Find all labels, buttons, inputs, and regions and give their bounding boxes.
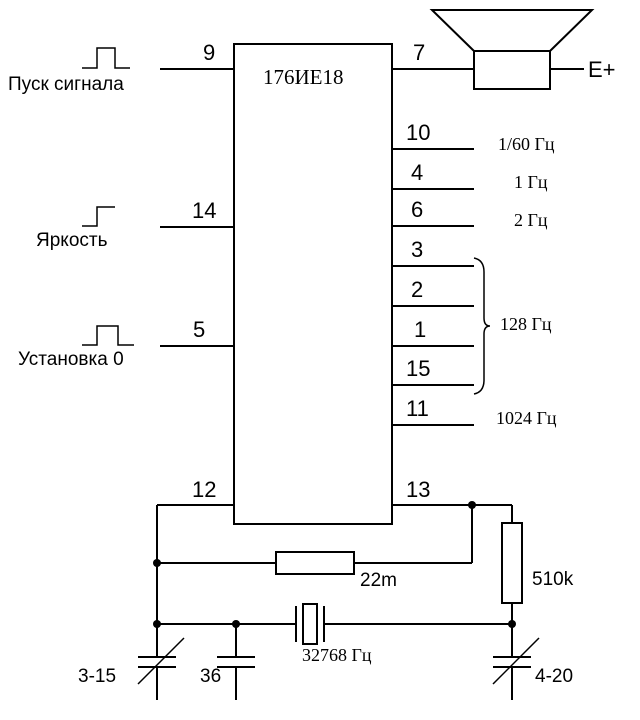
freq-1024-label: 1024 Гц: [496, 408, 557, 428]
resistor-22m: [275, 551, 355, 575]
pin-13-label: 13: [406, 477, 430, 502]
pin-10-label: 10: [406, 120, 430, 145]
reset-pulse-icon: [82, 325, 134, 346]
ic-label: 176ИЕ18: [263, 65, 344, 89]
freq-1-60-label: 1/60 Гц: [498, 134, 555, 154]
resistor-510k: [501, 522, 523, 604]
brightness-label: Яркость: [36, 230, 108, 251]
start-label: Пуск сигнала: [8, 74, 124, 95]
pin-11-label: 11: [406, 396, 429, 421]
pin-3-label: 3: [411, 237, 423, 262]
trim-right-label: 4-20: [535, 666, 573, 687]
speaker-cone-icon: [429, 9, 595, 52]
pin-15-label: 15: [406, 356, 430, 381]
pin-6-label: 6: [411, 197, 423, 222]
trim-left-arrow-icon: [137, 637, 185, 685]
crystal-label: 32768 Гц: [302, 645, 372, 665]
freq-128-label: 128 Гц: [500, 314, 552, 334]
freq-1-label: 1 Гц: [514, 172, 548, 192]
trim-right-arrow-icon: [492, 637, 540, 685]
brightness-pulse-icon: [82, 206, 115, 227]
crystal-body: [302, 603, 318, 645]
start-pulse-icon: [82, 47, 130, 69]
pin-14-label: 14: [192, 198, 216, 223]
ic-body: [233, 43, 393, 525]
pin-9-label: 9: [203, 40, 215, 65]
pin-12-label: 12: [192, 477, 216, 502]
supply-label: E+: [588, 57, 616, 82]
cap-36-label: 36: [200, 666, 221, 687]
pin-2-label: 2: [411, 277, 423, 302]
speaker-coil: [473, 50, 551, 90]
bus-bracket: [473, 257, 491, 395]
resistor-22m-label: 22m: [360, 570, 397, 591]
pin-1-label: 1: [414, 317, 426, 342]
resistor-510k-label: 510k: [532, 569, 574, 590]
pin-5-label: 5: [193, 317, 205, 342]
pin-7-label: 7: [413, 40, 425, 65]
reset-label: Установка 0: [18, 349, 124, 370]
trim-left-label: 3-15: [78, 666, 116, 687]
pin-4-label: 4: [411, 160, 423, 185]
freq-2-label: 2 Гц: [514, 210, 548, 230]
